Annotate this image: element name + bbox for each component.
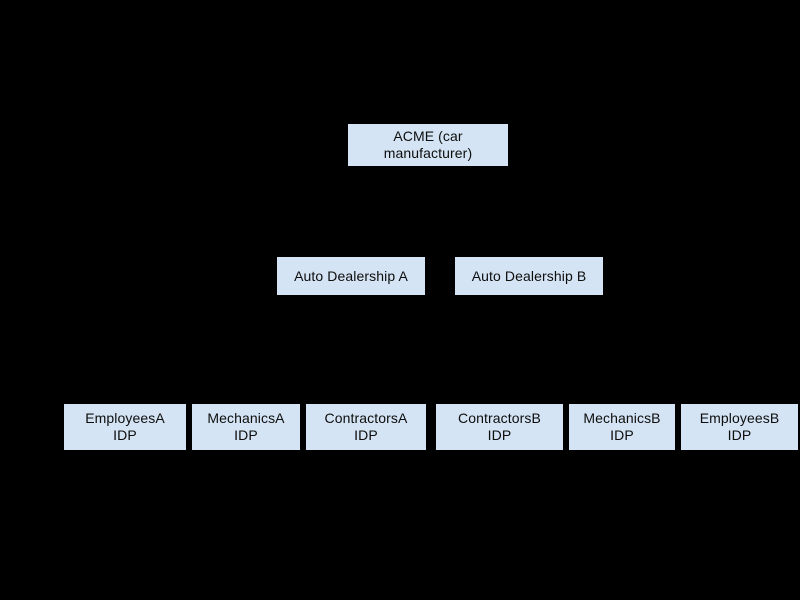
node-employees-a-idp-label: EmployeesA IDP <box>85 410 165 443</box>
node-employees-a-idp[interactable]: EmployeesA IDP <box>64 404 186 450</box>
node-acme-root[interactable]: ACME (car manufacturer) <box>348 124 508 166</box>
node-mechanics-a-idp-label: MechanicsA IDP <box>207 410 285 443</box>
node-mechanics-b-idp[interactable]: MechanicsB IDP <box>569 404 675 450</box>
node-employees-b-idp[interactable]: EmployeesB IDP <box>681 404 798 450</box>
node-mechanics-b-idp-label: MechanicsB IDP <box>583 410 661 443</box>
node-contractors-a-idp-label: ContractorsA IDP <box>324 410 408 443</box>
node-acme-label: ACME (car manufacturer) <box>383 128 473 161</box>
node-mechanics-a-idp[interactable]: MechanicsA IDP <box>192 404 300 450</box>
node-auto-dealership-b-label: Auto Dealership B <box>471 267 587 284</box>
node-contractors-b-idp[interactable]: ContractorsB IDP <box>436 404 563 450</box>
node-auto-dealership-a-label: Auto Dealership A <box>294 267 408 284</box>
node-auto-dealership-a[interactable]: Auto Dealership A <box>277 257 425 295</box>
node-contractors-b-idp-label: ContractorsB IDP <box>458 410 541 443</box>
node-employees-b-idp-label: EmployeesB IDP <box>699 410 780 443</box>
node-auto-dealership-b[interactable]: Auto Dealership B <box>455 257 603 295</box>
node-contractors-a-idp[interactable]: ContractorsA IDP <box>306 404 426 450</box>
